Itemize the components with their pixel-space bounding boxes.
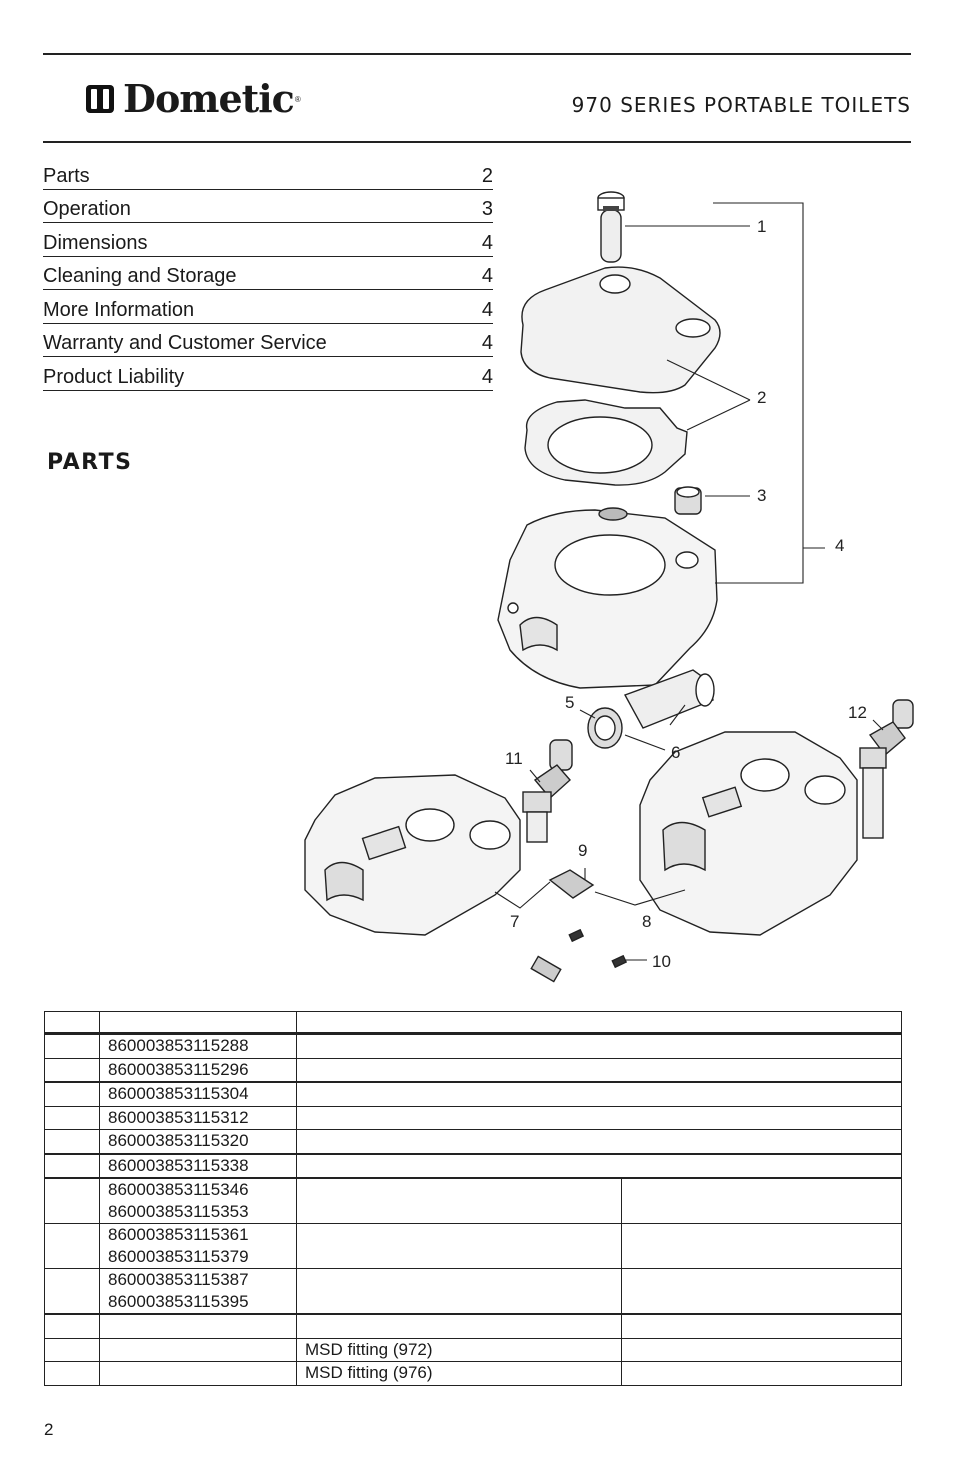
valve-illustration	[587, 707, 623, 749]
part-number: 860003853115361	[108, 1225, 249, 1244]
table-row	[44, 1313, 902, 1339]
toc-page: 4	[481, 231, 493, 254]
toc-page: 3	[481, 198, 493, 220]
callout-9: 9	[578, 841, 587, 860]
fitting-11-illustration	[522, 739, 573, 843]
callout-10: 10	[652, 952, 671, 971]
table-header-row	[44, 1011, 902, 1035]
part-number: 860003853115320	[99, 1129, 297, 1154]
toc-item[interactable]: More Information 4	[43, 290, 493, 324]
toc-label: Parts	[43, 164, 90, 187]
callout-5: 5	[565, 693, 574, 712]
cap-illustration	[674, 486, 702, 515]
lower-tank-large-illustration	[639, 731, 858, 936]
table-row: 860003853115312	[44, 1105, 902, 1130]
part-number: 860003853115338	[99, 1152, 297, 1179]
callout-3: 3	[757, 486, 766, 505]
fitting-description: MSD fitting (976)	[296, 1361, 622, 1386]
table-row: 860003853115296	[44, 1057, 902, 1083]
bracket-illustration	[548, 869, 595, 899]
table-row: MSD fitting (976)	[44, 1361, 902, 1386]
table-row: 860003853115288	[44, 1033, 902, 1059]
callout-12: 12	[848, 703, 867, 722]
toc-label: Operation	[43, 198, 131, 220]
table-row: 860003853115346 860003853115353	[44, 1177, 902, 1224]
toc-label: Warranty and Customer Service	[43, 332, 327, 354]
toc-item[interactable]: Product Liability 4	[43, 357, 493, 391]
seat-illustration	[524, 399, 688, 486]
part-number: 860003853115353	[108, 1202, 249, 1221]
page-number: 2	[44, 1420, 54, 1439]
callout-4: 4	[835, 536, 844, 555]
table-row: 860003853115361 860003853115379	[44, 1223, 902, 1269]
fitting-description: MSD fitting (972)	[296, 1337, 622, 1362]
part-number: 860003853115395	[108, 1292, 249, 1311]
series-title: 970 SERIES PORTABLE TOILETS	[571, 93, 911, 117]
dometic-logo-icon	[86, 85, 114, 113]
toc-item[interactable]: Operation 3	[43, 190, 493, 223]
table-row: 860003853115304	[44, 1081, 902, 1107]
dometic-logo: Dometic®	[85, 80, 301, 118]
toc-page: 2	[481, 164, 493, 187]
toc-label: More Information	[43, 298, 195, 321]
toc-label: Product Liability	[43, 365, 185, 388]
toc-item[interactable]: Parts 2	[43, 156, 493, 190]
table-row: MSD fitting (972)	[44, 1337, 902, 1362]
pump-nozzle-illustration	[597, 191, 625, 263]
toc-page: 4	[481, 365, 493, 388]
part-number: 860003853115304	[99, 1081, 297, 1107]
part-number: 860003853115346	[108, 1180, 249, 1199]
toc-page: 4	[481, 298, 493, 321]
part-number: 860003853115296	[99, 1057, 297, 1083]
callout-labels: 1 2 3 4 5 6 7 8 9 10 11 12	[505, 217, 867, 971]
callout-6: 6	[671, 743, 680, 762]
table-row: 860003853115338	[44, 1152, 902, 1179]
parts-table: 860003853115288 860003853115296 86000385…	[44, 1011, 902, 1386]
table-row: 860003853115320	[44, 1129, 902, 1154]
callout-7: 7	[510, 912, 519, 931]
callout-1: 1	[757, 217, 766, 236]
upper-tank-illustration	[497, 507, 718, 689]
callout-8: 8	[642, 912, 651, 931]
brand-name: Dometic	[123, 76, 295, 121]
toc-item[interactable]: Warranty and Customer Service 4	[43, 324, 493, 357]
pipe-illustration	[623, 669, 715, 729]
part-number: 860003853115312	[99, 1105, 297, 1130]
fitting-12-illustration	[859, 699, 914, 839]
part-number: 860003853115379	[108, 1247, 249, 1266]
callout-2: 2	[757, 388, 766, 407]
callout-11: 11	[505, 749, 523, 768]
table-row: 860003853115387 860003853115395	[44, 1268, 902, 1315]
toc-page: 4	[481, 332, 493, 354]
toc-page: 4	[481, 265, 493, 287]
top-rule	[43, 53, 911, 55]
header-rule	[43, 141, 911, 143]
exploded-parts-diagram: 1 2 3 4 5 6 7 8 9 10 11 12	[304, 191, 914, 983]
part-number: 860003853115288	[99, 1033, 297, 1059]
toc-label: Cleaning and Storage	[43, 265, 237, 287]
toc-label: Dimensions	[43, 231, 148, 254]
toc-item[interactable]: Dimensions 4	[43, 223, 493, 257]
lower-tank-small-illustration	[304, 774, 521, 936]
section-heading-parts: PARTS	[47, 450, 133, 475]
toc-item[interactable]: Cleaning and Storage 4	[43, 257, 493, 290]
lid-illustration	[520, 266, 721, 394]
clip-illustration	[530, 928, 628, 983]
table-of-contents: Parts 2 Operation 3 Dimensions 4 Cleaning a…	[43, 156, 493, 391]
part-number: 860003853115387	[108, 1270, 249, 1289]
